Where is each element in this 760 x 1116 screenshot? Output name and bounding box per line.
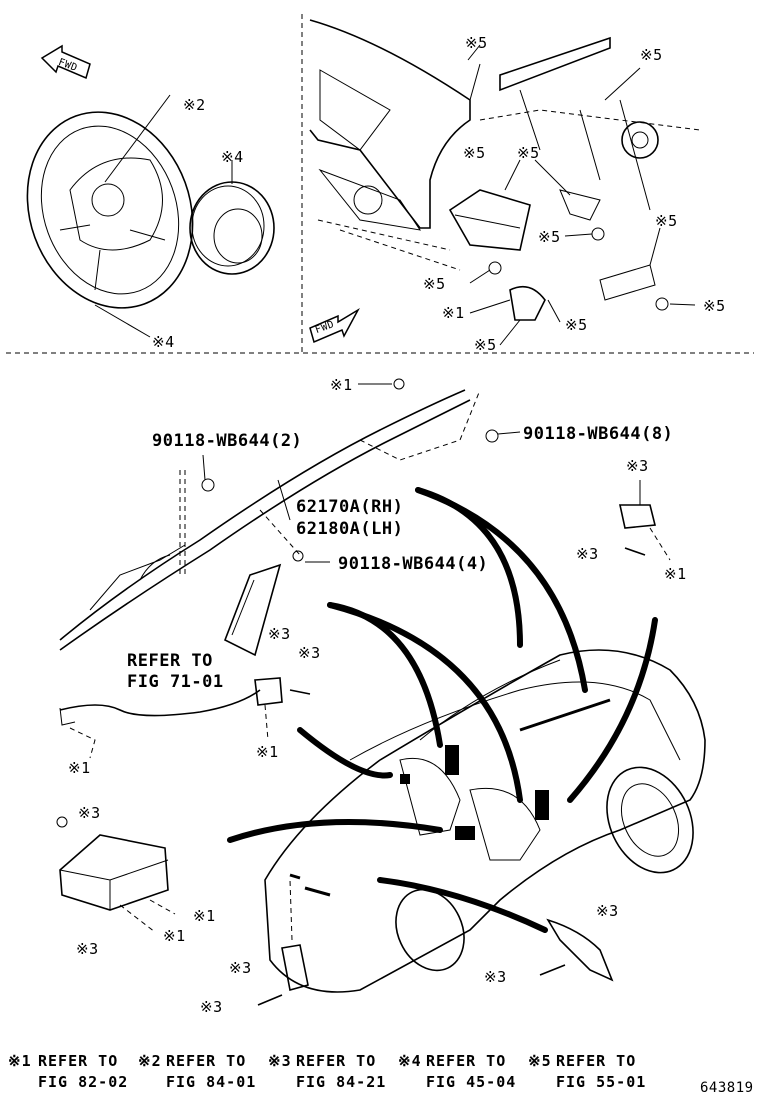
part-rh-label: 62170A(RH) — [296, 497, 404, 517]
footnote-5-line2: FIG 55-01 — [556, 1073, 647, 1091]
sensor-ref-3a-label: ※3 — [626, 457, 649, 475]
wheel-ref-4-label: ※4 — [152, 333, 175, 351]
diagram-number: 643819 — [700, 1080, 754, 1096]
footnote-1-mark: ※1 — [8, 1052, 32, 1070]
front-ref-3a-label: ※3 — [229, 959, 252, 977]
refer-to-label: REFER TO — [127, 651, 213, 671]
footnote-3-mark: ※3 — [268, 1052, 292, 1070]
airbag-ecu-drawing — [56, 816, 176, 933]
footnote-5-line1: REFER TO — [556, 1052, 637, 1070]
footnote-4-line1: REFER TO — [426, 1052, 507, 1070]
front-ref-3b-label: ※3 — [200, 998, 223, 1016]
bolt-2-label: 90118-WB644(2) — [152, 431, 303, 451]
center-sensor-drawing — [254, 677, 311, 741]
footnote-2-line1: REFER TO — [166, 1052, 247, 1070]
rear-ref-3a-label: ※3 — [596, 902, 619, 920]
dash-ref-5a-label: ※5 — [465, 34, 488, 52]
fwd-arrow-top-icon — [40, 44, 91, 80]
curtain-leader-lines — [179, 383, 521, 575]
pointer-arcs — [227, 487, 658, 933]
fig-71-label: FIG 71-01 — [127, 672, 224, 692]
sensor-ref-3b-label: ※3 — [576, 545, 599, 563]
footnote-2-line2: FIG 84-01 — [166, 1073, 257, 1091]
mid-ref-3b-label: ※3 — [298, 644, 321, 662]
footnote-3-line2: FIG 84-21 — [296, 1073, 387, 1091]
fwd-arrow-bottom-icon — [309, 307, 360, 344]
dash-ref-5e-label: ※5 — [655, 212, 678, 230]
mid-ref-1-label: ※1 — [256, 743, 279, 761]
rear-sensor-bracket-drawing — [539, 918, 614, 982]
footnote-4-line2: FIG 45-04 — [426, 1073, 517, 1091]
wire-harness-drawing — [59, 689, 261, 759]
dash-ref-5i-label: ※5 — [565, 316, 588, 334]
footnote-4-mark: ※4 — [398, 1052, 422, 1070]
wire-ref-1-label: ※1 — [68, 759, 91, 777]
dash-ref-1-label: ※1 — [442, 304, 465, 322]
dash-ref-5b-label: ※5 — [640, 46, 663, 64]
front-sensor-bracket-drawing — [257, 879, 309, 1006]
curtain-airbag-drawing — [59, 378, 499, 651]
steering-wheel-drawing — [26, 94, 194, 309]
seat-side-airbag-drawing — [223, 563, 282, 657]
footnote-2-mark: ※2 — [138, 1052, 162, 1070]
dash-ref-5d-label: ※5 — [517, 144, 540, 162]
dash-leader-lines — [317, 44, 701, 346]
dash-ref-5c-label: ※5 — [463, 144, 486, 162]
ecu-ref-3a-label: ※3 — [78, 804, 101, 822]
footnote-1-line2: FIG 82-02 — [38, 1073, 129, 1091]
ecu-ref-3b-label: ※3 — [76, 940, 99, 958]
dash-ref-5g-label: ※5 — [423, 275, 446, 293]
rear-side-sensor-drawing — [619, 480, 671, 561]
driver-airbag-drawing — [189, 160, 275, 275]
passenger-airbag-module-drawing — [448, 189, 605, 321]
curtain-ref-1-label: ※1 — [330, 376, 353, 394]
airbag-ref-4-label: ※4 — [221, 148, 244, 166]
dash-ref-5j-label: ※5 — [474, 336, 497, 354]
footnote-3-line1: REFER TO — [296, 1052, 377, 1070]
bolt-8-label: 90118-WB644(8) — [523, 424, 674, 444]
rear-ref-3b-label: ※3 — [484, 968, 507, 986]
dash-ref-5h-label: ※5 — [703, 297, 726, 315]
footnote-5-mark: ※5 — [528, 1052, 552, 1070]
sensor-ref-1-label: ※1 — [664, 565, 687, 583]
steering-ref-2-label: ※2 — [183, 96, 206, 114]
part-lh-label: 62180A(LH) — [296, 519, 404, 539]
mid-ref-3a-label: ※3 — [268, 625, 291, 643]
dash-ref-5f-label: ※5 — [538, 228, 561, 246]
ecu-ref-1b-label: ※1 — [163, 927, 186, 945]
ecu-ref-1a-label: ※1 — [193, 907, 216, 925]
reinforcement-beam-drawing — [499, 36, 669, 311]
bolt-4-label: 90118-WB644(4) — [338, 554, 489, 574]
footnote-1-line1: REFER TO — [38, 1052, 119, 1070]
dashboard-drawing — [309, 19, 481, 231]
